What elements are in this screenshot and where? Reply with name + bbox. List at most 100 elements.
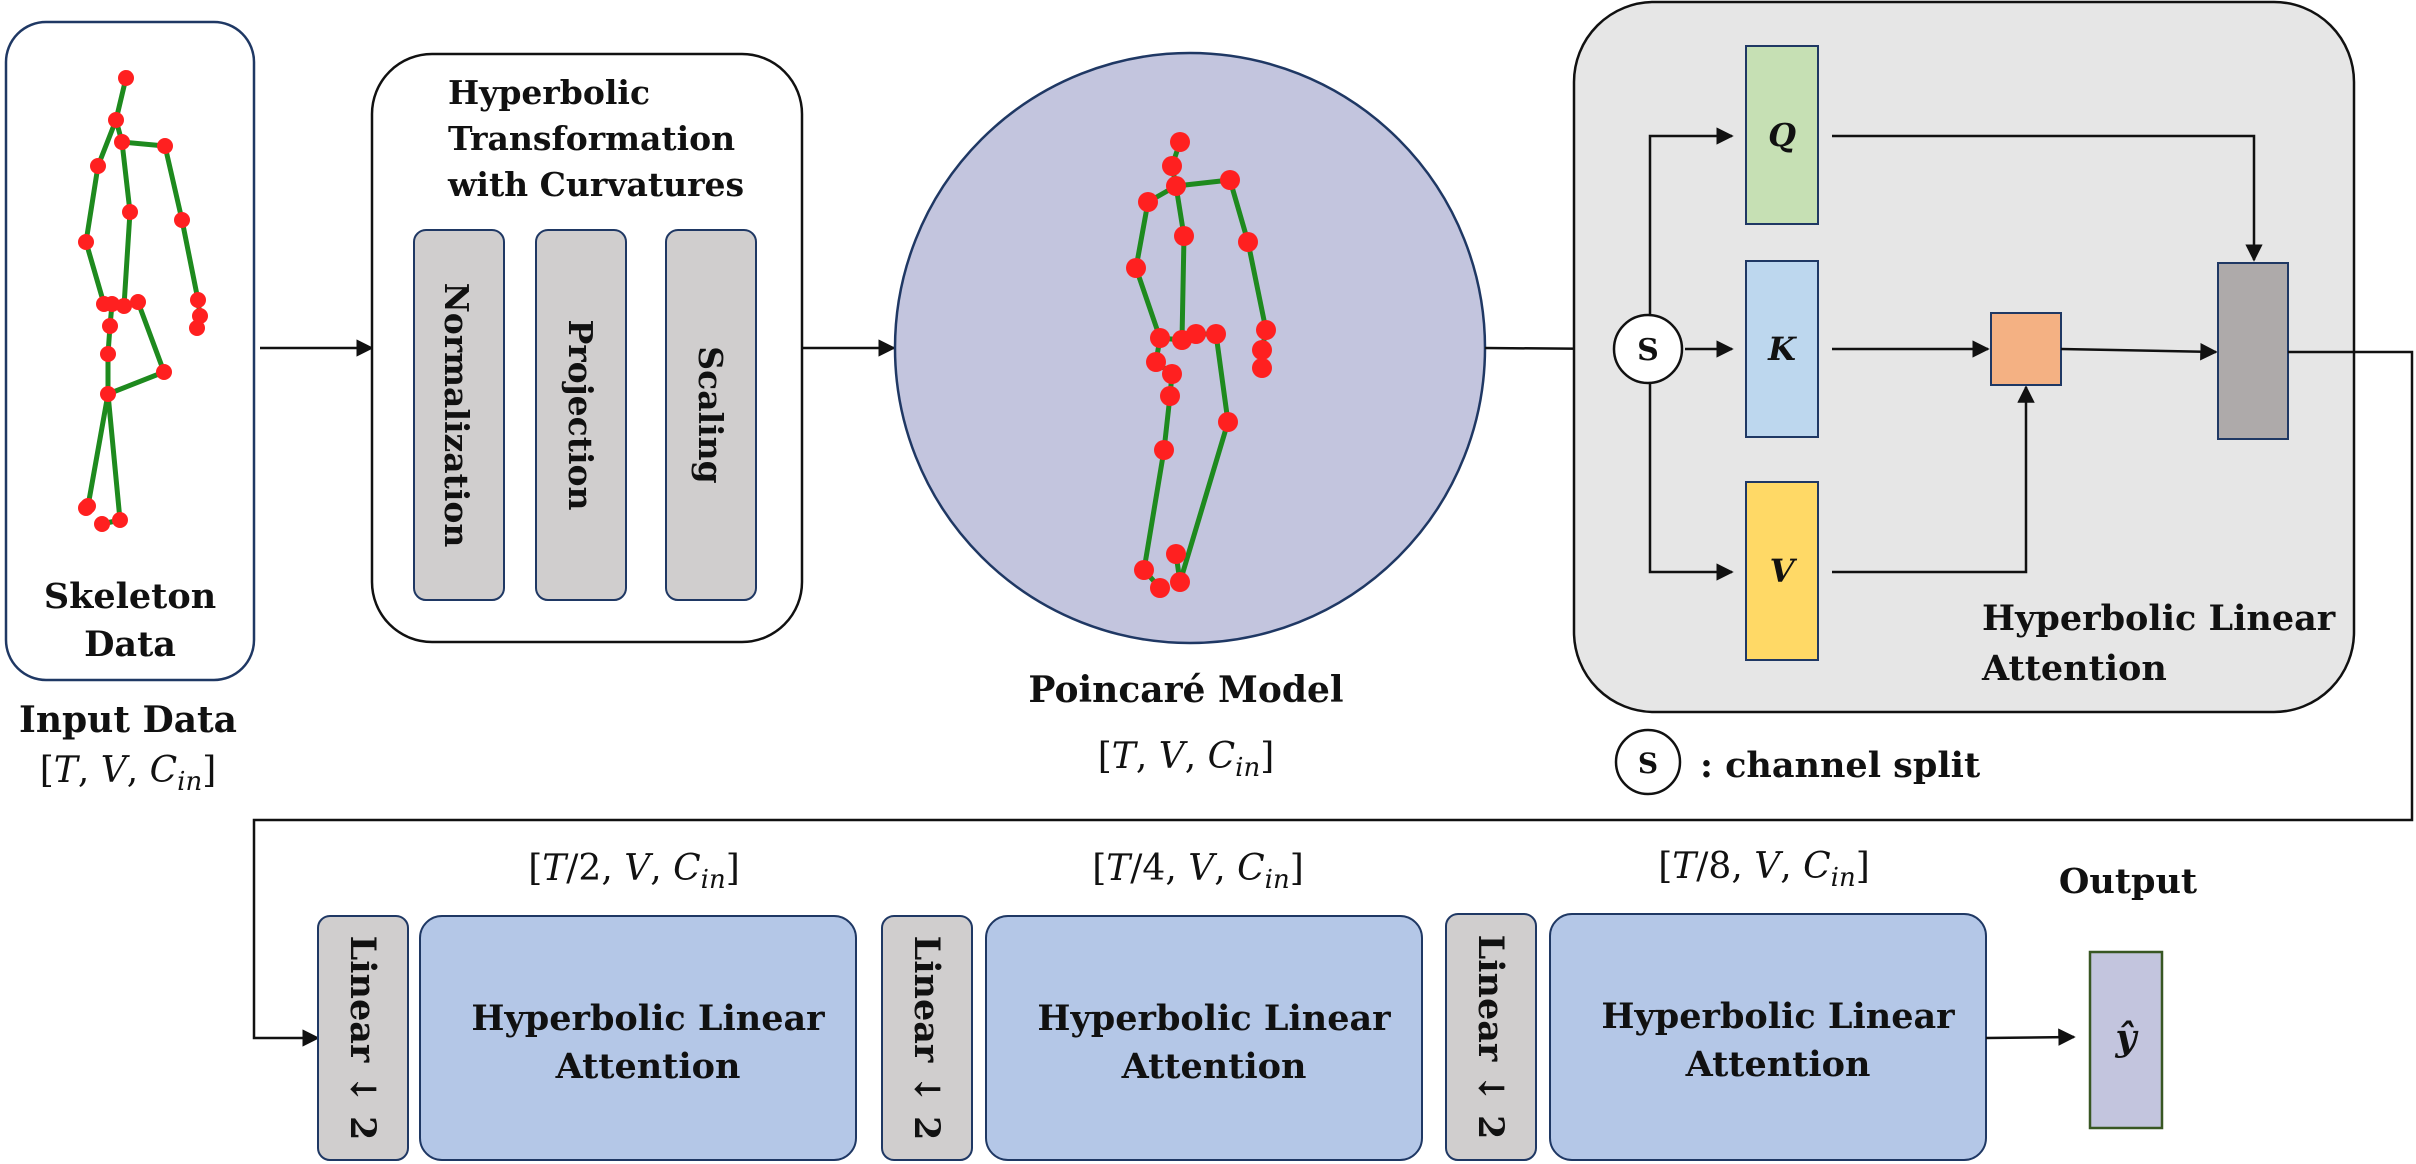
input-skeleton xyxy=(78,70,208,532)
scaling-step xyxy=(665,229,757,601)
transform-title-line2: Transformation xyxy=(448,119,735,158)
q-block xyxy=(1745,45,1819,225)
skeleton-bone xyxy=(179,217,201,303)
transform-title-line3: with Curvatures xyxy=(447,165,744,204)
skeleton-joint xyxy=(192,308,208,324)
input-shape-label: [T, V, Cin] xyxy=(40,750,217,797)
skeleton-joint xyxy=(1220,170,1240,190)
input-data-caption: Input Data xyxy=(19,699,237,741)
stage2-attention-line1: Hyperbolic Linear xyxy=(1037,998,1391,1039)
skeleton-joint xyxy=(1170,132,1190,152)
stage1-linear-label: Linear ↓ 2 xyxy=(342,936,383,1141)
k-label: K xyxy=(1767,330,1797,368)
kv-product-block xyxy=(1990,312,2062,386)
skeleton-bone xyxy=(1179,233,1187,343)
scaling-label: Scaling xyxy=(691,346,730,483)
skeleton-joint xyxy=(1146,352,1166,372)
skeleton-joint xyxy=(122,204,138,220)
skeleton-bone xyxy=(1227,177,1251,245)
poincare-skeleton xyxy=(1126,132,1276,598)
skeleton-joint xyxy=(1166,176,1186,196)
skeleton-joint xyxy=(102,318,118,334)
skeleton-joint xyxy=(1256,320,1276,340)
stage3-attention-block xyxy=(1549,913,1987,1161)
output-symbol: ŷ xyxy=(2115,1017,2139,1059)
stage2-attention-block xyxy=(985,915,1423,1161)
skeleton-joint xyxy=(156,364,172,380)
output-block xyxy=(2088,950,2164,1130)
projection-label: Projection xyxy=(561,319,600,510)
stage2-linear-label: Linear ↓ 2 xyxy=(906,936,947,1141)
skeleton-bone xyxy=(162,143,185,223)
stage1-attention-block xyxy=(419,915,857,1161)
skeleton-joint xyxy=(1218,412,1238,432)
skeleton-bone xyxy=(1177,419,1231,585)
skeleton-joint xyxy=(1134,560,1154,580)
poincare-caption: Poincaré Model xyxy=(1028,669,1343,711)
skeleton-joint xyxy=(1154,440,1174,460)
arrow-stages-to-output xyxy=(1985,1028,2076,1046)
skeleton-joint xyxy=(104,296,120,312)
skeleton-joint xyxy=(1162,364,1182,384)
skeleton-joint xyxy=(108,112,124,128)
legend-split-icon xyxy=(1614,728,1682,796)
k-block xyxy=(1745,260,1819,438)
skeleton-joint xyxy=(189,320,205,336)
stage3-linear-block xyxy=(1445,913,1537,1161)
skeleton-joint xyxy=(116,298,132,314)
skeleton-joint xyxy=(1138,192,1158,212)
attention-title-line2: Attention xyxy=(1981,648,2167,689)
skeleton-joint xyxy=(1162,156,1182,176)
legend-split-text: : channel split xyxy=(1700,745,1980,786)
arrow-q-to-output xyxy=(1832,134,2263,262)
projection-step xyxy=(535,229,627,601)
legend-split-symbol: S xyxy=(1638,747,1658,780)
stage1-shape-label: [T/2, V, Cin] xyxy=(528,848,740,895)
skeleton-joint xyxy=(174,212,190,228)
skeleton-joint xyxy=(157,138,173,154)
stage3-linear-label: Linear ↓ 2 xyxy=(1470,935,1511,1140)
skeleton-joint xyxy=(114,134,130,150)
stage1-attention-line1: Hyperbolic Linear xyxy=(471,998,825,1039)
stage2-attention-line2: Attention xyxy=(1121,1046,1307,1087)
channel-split-symbol: S xyxy=(1637,333,1659,368)
normalization-step xyxy=(413,229,505,601)
skeleton-joint xyxy=(94,516,110,532)
transform-title-line1: Hyperbolic xyxy=(448,73,650,112)
arrow-split-to-q xyxy=(1648,127,1734,318)
skeleton-joint xyxy=(90,158,106,174)
stage1-linear-block xyxy=(317,915,409,1161)
skeleton-joint xyxy=(130,294,146,310)
q-label: Q xyxy=(1768,116,1796,154)
skeleton-joint xyxy=(100,386,116,402)
arrow-split-to-v xyxy=(1648,380,1734,581)
skeleton-joint xyxy=(1126,258,1146,278)
skeleton-bone xyxy=(119,139,133,215)
skeleton-bone xyxy=(85,391,111,509)
stage2-shape-label: [T/4, V, Cin] xyxy=(1092,848,1304,895)
skeleton-joint xyxy=(1150,578,1170,598)
skeleton-bone xyxy=(135,299,167,375)
skeleton-box-title-line1: Skeleton xyxy=(44,576,216,617)
normalization-label: Normalization xyxy=(437,283,476,548)
channel-split-node xyxy=(1612,313,1684,385)
skeleton-joint xyxy=(1174,226,1194,246)
v-block xyxy=(1745,481,1819,661)
skeleton-bone xyxy=(105,369,167,397)
skeleton-joint xyxy=(1166,544,1186,564)
skeleton-bone xyxy=(105,391,123,523)
skeleton-joint xyxy=(190,292,206,308)
arrow-v-to-product xyxy=(1832,385,2035,574)
skeleton-joint xyxy=(112,512,128,528)
skeleton-bone xyxy=(83,163,101,245)
skeleton-bone xyxy=(83,239,107,307)
skeleton-joint xyxy=(1150,328,1170,348)
stage2-linear-block xyxy=(881,915,973,1161)
skeleton-joint xyxy=(1252,358,1272,378)
stage3-shape-label: [T/8, V, Cin] xyxy=(1658,846,1870,893)
skeleton-joint xyxy=(78,500,94,516)
skeleton-joint xyxy=(118,70,134,86)
connector-attention-to-stages xyxy=(252,350,2414,1047)
skeleton-joint xyxy=(1170,572,1190,592)
